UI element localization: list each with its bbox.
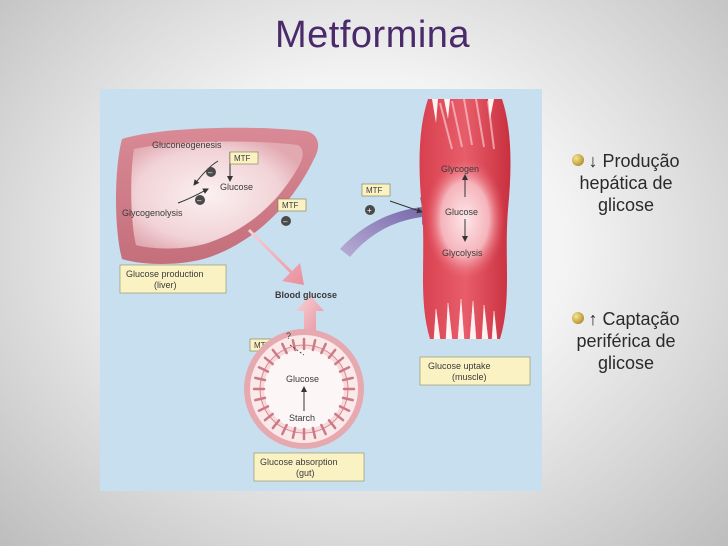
metformin-mechanism-figure: Gluconeogenesis Glycogenolysis Glucose M… <box>100 89 542 491</box>
caption-muscle: Glucose uptake (muscle) <box>419 356 531 386</box>
slide-title: Metformina <box>275 14 471 56</box>
minus-sign-liver-1: – <box>206 167 216 177</box>
up-arrow-icon: ↑ <box>588 309 598 329</box>
svg-text:MTF: MTF <box>366 186 383 195</box>
liver-to-blood-arrow <box>248 229 304 285</box>
minus-sign-liver-2: – <box>195 195 205 205</box>
gut-villus <box>291 426 297 439</box>
minus-sign-blood: – <box>281 216 291 226</box>
svg-text:+: + <box>367 206 372 215</box>
liver-shape <box>116 127 319 264</box>
gut-to-blood-arrow <box>296 295 324 337</box>
muscle-mtf-arrow <box>389 200 423 214</box>
gut-villus <box>281 342 288 355</box>
svg-text:–: – <box>283 217 288 226</box>
svg-text:(gut): (gut) <box>296 468 315 478</box>
bullet-1-line-2: hepática de <box>579 173 673 193</box>
gut-mtf-dashed-line <box>289 344 305 356</box>
svg-text:(liver): (liver) <box>154 280 177 290</box>
starch-label: Starch <box>289 413 315 423</box>
svg-text:Glucose uptake: Glucose uptake <box>428 361 491 371</box>
gut-villus <box>263 412 274 422</box>
bullet-1-line-1: Produção <box>602 151 680 171</box>
gut-villus <box>263 356 274 366</box>
gut-villus <box>338 405 351 412</box>
glycogenolysis-label: Glycogenolysis <box>122 208 183 218</box>
glycolysis-label: Glycolysis <box>442 248 483 258</box>
caption-gut: Glucose absorption (gut) <box>253 452 365 482</box>
gut-villus <box>254 376 267 382</box>
gut-villus <box>281 423 288 436</box>
gut-villus <box>334 356 345 366</box>
gut-villus <box>257 405 270 412</box>
mtf-box-liver-top: MTF <box>229 151 259 165</box>
gut-villus <box>271 348 281 359</box>
svg-text:Glucose absorption: Glucose absorption <box>260 457 338 467</box>
glycogenolysis-arrow <box>177 188 209 204</box>
muscle-glucose-label: Glucose <box>445 207 478 217</box>
bullet-item-peripheral-uptake: ↑ Captação periférica de glicose <box>556 308 696 374</box>
bullet-1-line-3: glicose <box>597 195 655 215</box>
mtf-box-liver-bottom: MTF <box>277 198 307 212</box>
gut-villus <box>334 412 345 422</box>
plus-sign-muscle: + <box>365 205 375 215</box>
gut-villus <box>338 366 351 373</box>
gut-villus <box>341 376 354 382</box>
question-mark: ? <box>286 331 291 341</box>
gut-villus <box>341 396 354 402</box>
mechanism-diagram: Gluconeogenesis Glycogenolysis Glucose M… <box>116 98 531 482</box>
gut-villus <box>311 339 317 352</box>
svg-text:Glucose production: Glucose production <box>126 269 204 279</box>
gut-villus <box>311 426 317 439</box>
bullet-icon <box>572 312 585 325</box>
gut-villus <box>271 419 281 430</box>
gut-villus <box>257 366 270 373</box>
gluconeogenesis-label: Gluconeogenesis <box>152 140 222 150</box>
svg-text:(muscle): (muscle) <box>452 372 487 382</box>
svg-text:MTF: MTF <box>234 154 251 163</box>
caption-liver: Glucose production (liver) <box>119 264 227 294</box>
svg-text:MTF: MTF <box>282 201 299 210</box>
mtf-box-muscle: MTF <box>361 183 391 197</box>
gut-villus <box>327 348 337 359</box>
gut-glucose-label: Glucose <box>286 374 319 384</box>
liver-glucose-label: Glucose <box>220 182 253 192</box>
blood-glucose-label: Blood glucose <box>275 290 337 300</box>
bullet-item-liver-production: ↓ Produção hepática de glicose <box>556 150 696 216</box>
svg-text:MTF: MTF <box>254 341 271 350</box>
down-arrow-icon: ↓ <box>588 151 598 171</box>
gut-villus <box>254 396 267 402</box>
svg-text:–: – <box>197 196 202 205</box>
gut-villus <box>320 342 327 355</box>
blood-to-muscle-arrow <box>340 197 440 257</box>
bullet-2-line-2: periférica de <box>576 331 676 351</box>
bullet-2-line-1: Captação <box>602 309 680 329</box>
gut-villus <box>320 423 327 436</box>
gut-villus <box>327 419 337 430</box>
svg-text:–: – <box>208 168 213 177</box>
bullet-icon <box>572 154 585 167</box>
glycogen-label: Glycogen <box>441 164 479 174</box>
bullet-2-line-3: glicose <box>597 353 655 373</box>
gluconeogenesis-arrow <box>193 160 219 186</box>
